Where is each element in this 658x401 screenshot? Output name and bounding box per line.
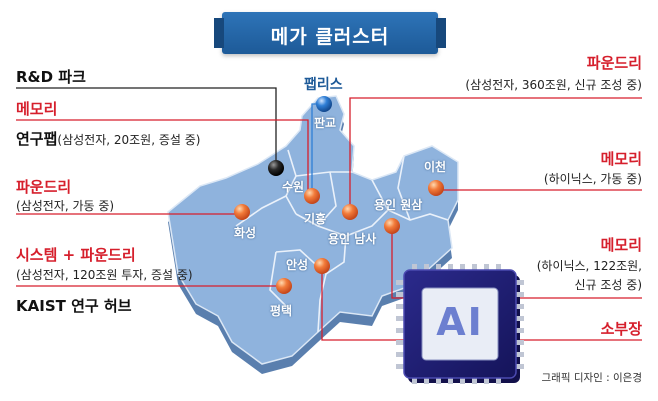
ai-chip bbox=[396, 264, 524, 384]
line-memory-left bbox=[16, 119, 309, 196]
label-foundry-left: 파운드리 bbox=[16, 178, 72, 196]
label-foundry-right-sub: (삼성전자, 360조원, 신규 조성 중) bbox=[465, 78, 642, 92]
marker-giheung bbox=[304, 188, 320, 204]
label-memory-right2: 메모리 bbox=[600, 236, 642, 254]
label-system-foundry: 시스템 + 파운드리 bbox=[16, 246, 136, 264]
city-yongin-wonsam: 용인 원삼 bbox=[374, 198, 423, 212]
label-memory-right2-sub2: 신규 조성 중) bbox=[574, 278, 642, 292]
connector-lines bbox=[16, 87, 642, 341]
marker-rnd bbox=[268, 160, 284, 176]
label-sobujang: 소부장 bbox=[600, 320, 642, 338]
chip-ai-label: AI bbox=[436, 300, 484, 344]
city-suwon: 수원 bbox=[282, 180, 305, 194]
marker-icheon bbox=[428, 180, 444, 196]
marker-yongin-wonsam bbox=[384, 218, 400, 234]
city-pangyo: 판교 bbox=[314, 116, 337, 130]
graphic-credit: 그래픽 디자인 : 이은경 bbox=[541, 372, 643, 384]
line-memory-right2 bbox=[391, 226, 642, 299]
label-memory-left-sub: 연구팹(삼성전자, 20조원, 증설 중) bbox=[16, 128, 200, 149]
chip-pins bbox=[396, 264, 524, 384]
marker-hwaseong bbox=[234, 204, 250, 220]
marker-anseong bbox=[314, 258, 330, 274]
city-giheung: 기흥 bbox=[304, 212, 327, 226]
label-memory-left-detail: (삼성전자, 20조원, 증설 중) bbox=[57, 133, 201, 147]
gyeonggi-map bbox=[167, 95, 459, 365]
label-system-foundry-sub: (삼성전자, 120조원 투자, 증설 중) bbox=[16, 268, 193, 282]
label-memory-right2-sub1: (하이닉스, 122조원, bbox=[536, 259, 642, 273]
line-foundry-right bbox=[349, 97, 642, 212]
label-rnd-park: R&D 파크 bbox=[16, 68, 86, 86]
label-memory-left: 메모리 bbox=[16, 100, 58, 118]
line-sobujang bbox=[321, 266, 642, 341]
label-kaist: KAIST 연구 허브 bbox=[16, 297, 132, 315]
title-banner: 메가 클러스터 bbox=[214, 12, 446, 54]
label-memory-right1: 메모리 bbox=[600, 150, 642, 168]
city-icheon: 이천 bbox=[424, 160, 447, 174]
city-hwaseong: 화성 bbox=[234, 226, 257, 240]
city-yongin-namsa: 용인 남사 bbox=[328, 232, 377, 246]
label-research-fab: 연구팹 bbox=[16, 130, 58, 148]
marker-pangyo bbox=[316, 96, 332, 112]
city-anseong: 안성 bbox=[286, 258, 309, 272]
line-rnd bbox=[16, 87, 277, 168]
city-pyeongtaek: 평택 bbox=[270, 304, 293, 318]
label-foundry-right: 파운드리 bbox=[586, 54, 642, 72]
marker-pyeongtaek bbox=[276, 278, 292, 294]
label-foundry-left-sub: (삼성전자, 가동 중) bbox=[16, 199, 115, 213]
label-memory-right1-sub: (하이닉스, 가동 중) bbox=[543, 172, 642, 186]
page-title: 메가 클러스터 bbox=[270, 26, 390, 48]
label-fabless: 팹리스 bbox=[304, 77, 343, 93]
district-borders bbox=[235, 149, 449, 333]
marker-yongin-namsa bbox=[342, 204, 358, 220]
